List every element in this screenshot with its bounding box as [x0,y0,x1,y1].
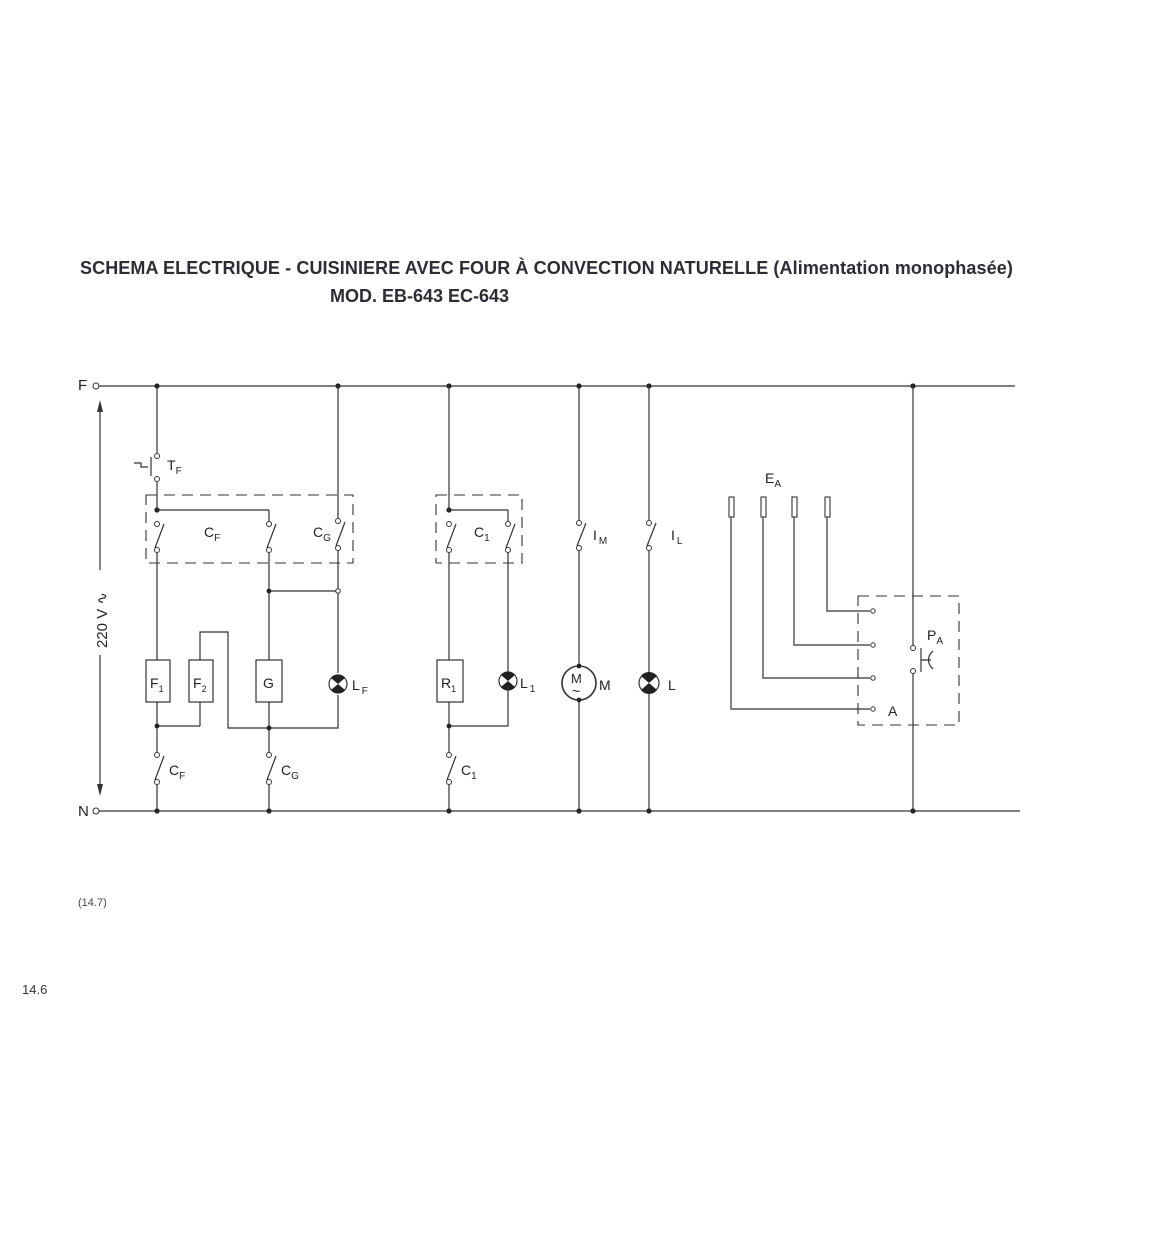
contact-cf-bottom [155,753,165,812]
contact-cg-bottom [267,753,277,812]
f2-label: F2 [193,675,207,694]
contact-c1-1 [447,522,457,553]
c1-label: C1 [474,524,490,544]
ignition-terminal [871,707,875,711]
push-button-pa [911,646,934,674]
ignition-terminal [871,676,875,680]
tf-label: TF [167,457,182,477]
supply-n-terminal [93,808,99,814]
contact-c1-2 [506,522,516,553]
ea-label: EA [765,470,781,490]
cf-label: CF [204,524,220,544]
wire [763,517,870,678]
wire [827,517,870,611]
oven-lamp-lf [329,675,347,694]
switch-im [577,521,587,551]
f1-label: F1 [150,675,164,694]
lamp-l1 [499,672,517,691]
junction-dot [267,726,272,731]
contact-cf-1 [155,522,165,553]
wire [794,517,870,645]
a-label: A [888,703,898,719]
pa-label: PA [927,627,943,647]
cg-label: CG [313,524,331,544]
lamp-l [639,672,659,694]
ignition-terminal [871,643,875,647]
m-label: M [599,677,611,693]
voltage-label: 220 V ∿ [94,592,111,648]
ignition-terminal [871,609,875,613]
cg-bottom-label: CG [281,762,299,782]
supply-f-label: F [78,377,87,394]
junction-dot [447,724,452,729]
junction-dot [267,589,272,594]
contact-c1-bottom [447,753,457,812]
oven-thermostat [134,386,160,510]
motor-tilde-label: ~ [572,683,580,699]
r1-label: R1 [441,675,456,694]
junction-terminal [336,589,341,594]
junction-dot [155,724,160,729]
c1-bottom-label: C1 [461,762,477,782]
ignition-unit-box [858,596,959,725]
page-number: 14.6 [22,982,47,997]
l-label: L [668,677,676,693]
switch-il [647,521,657,551]
g-label: G [263,675,274,691]
supply-n-label: N [78,803,89,820]
spark-electrodes [729,497,830,517]
wire [731,517,870,709]
contact-cg [336,519,346,551]
figure-reference: (14.7) [78,897,107,909]
cf-bottom-label: CF [169,762,185,782]
contact-cf-2 [267,522,277,553]
supply-f-terminal [93,383,99,389]
